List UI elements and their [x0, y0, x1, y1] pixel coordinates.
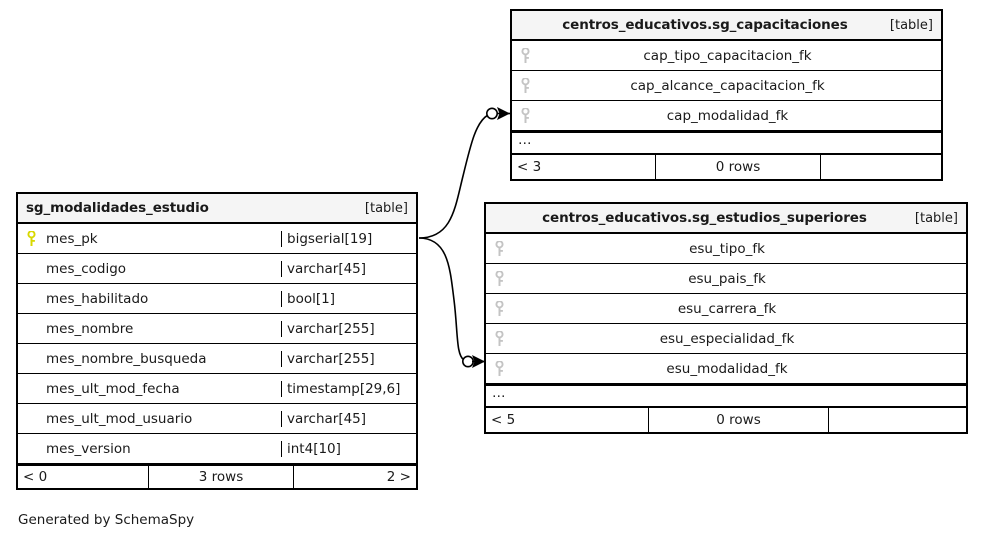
- column-name: mes_habilitado: [46, 290, 149, 307]
- table-row[interactable]: mes_ult_mod_usuario varchar[45]: [18, 404, 416, 434]
- footer-parents-count[interactable]: < 3: [517, 159, 542, 175]
- foreign-key-icon: [512, 107, 538, 124]
- table-header: centros_educativos.sg_capacitaciones [ta…: [512, 11, 941, 41]
- column-name: mes_pk: [46, 230, 98, 247]
- column-type: timestamp[29,6]: [281, 380, 416, 397]
- table-row[interactable]: cap_alcance_capacitacion_fk: [512, 71, 941, 101]
- column-type: varchar[255]: [281, 320, 416, 337]
- foreign-key-icon: [486, 240, 512, 257]
- table-title: sg_modalidades_estudio: [26, 200, 209, 216]
- optional-marker-icon: [461, 355, 474, 368]
- table-footer: < 3 0 rows: [512, 155, 941, 179]
- footer-row-count: 0 rows: [648, 408, 828, 432]
- footer-children-count[interactable]: [820, 155, 941, 179]
- foreign-key-icon: [512, 77, 538, 94]
- table-row[interactable]: mes_version int4[10]: [18, 434, 416, 464]
- column-name: esu_especialidad_fk: [659, 330, 795, 347]
- table-row[interactable]: cap_tipo_capacitacion_fk: [512, 41, 941, 71]
- table-title: centros_educativos.sg_capacitaciones: [562, 17, 848, 33]
- table-header: sg_modalidades_estudio [table]: [18, 194, 416, 224]
- crowsfoot-arrow-icon: [497, 107, 510, 120]
- column-name: esu_carrera_fk: [677, 300, 777, 317]
- foreign-key-icon: [486, 270, 512, 287]
- table-footer: < 5 0 rows: [486, 408, 966, 432]
- table-type-tag: [table]: [364, 200, 408, 216]
- more-columns-indicator: …: [486, 384, 966, 408]
- table-row[interactable]: esu_tipo_fk: [486, 234, 966, 264]
- primary-key-icon: [18, 230, 44, 247]
- foreign-key-icon: [486, 330, 512, 347]
- footer-children-count[interactable]: 2 >: [293, 466, 416, 488]
- table-row[interactable]: mes_nombre_busqueda varchar[255]: [18, 344, 416, 374]
- table-row[interactable]: mes_habilitado bool[1]: [18, 284, 416, 314]
- column-type: bigserial[19]: [281, 230, 416, 247]
- column-name: cap_tipo_capacitacion_fk: [643, 47, 812, 64]
- column-type: bool[1]: [281, 290, 416, 307]
- optional-marker-icon: [485, 107, 498, 120]
- column-name: mes_ult_mod_usuario: [46, 410, 193, 427]
- column-type: varchar[45]: [281, 410, 416, 427]
- column-name: esu_pais_fk: [688, 270, 766, 287]
- column-type: varchar[255]: [281, 350, 416, 367]
- column-name: mes_version: [46, 440, 131, 457]
- table-sg-capacitaciones[interactable]: centros_educativos.sg_capacitaciones [ta…: [510, 9, 943, 181]
- table-row[interactable]: mes_nombre varchar[255]: [18, 314, 416, 344]
- table-row[interactable]: esu_modalidad_fk: [486, 354, 966, 384]
- foreign-key-icon: [486, 300, 512, 317]
- column-name: cap_modalidad_fk: [666, 107, 789, 124]
- foreign-key-icon: [512, 47, 538, 64]
- relationship-estudios-superiores: [418, 237, 485, 368]
- column-name: esu_tipo_fk: [689, 240, 765, 257]
- footer-row-count: 0 rows: [655, 155, 820, 179]
- table-row[interactable]: esu_especialidad_fk: [486, 324, 966, 354]
- column-name: mes_codigo: [46, 260, 127, 277]
- table-header: centros_educativos.sg_estudios_superiore…: [486, 204, 966, 234]
- table-sg-modalidades-estudio[interactable]: sg_modalidades_estudio [table] mes_pk bi…: [16, 192, 418, 490]
- table-row[interactable]: mes_pk bigserial[19]: [18, 224, 416, 254]
- footer-row-count: 3 rows: [148, 466, 293, 488]
- footer-children-count[interactable]: [828, 408, 966, 432]
- generated-by-caption: Generated by SchemaSpy: [18, 512, 195, 528]
- foreign-key-icon: [486, 360, 512, 377]
- table-row[interactable]: cap_modalidad_fk: [512, 101, 941, 131]
- table-title: centros_educativos.sg_estudios_superiore…: [542, 210, 867, 226]
- table-type-tag: [table]: [914, 210, 958, 226]
- table-sg-estudios-superiores[interactable]: centros_educativos.sg_estudios_superiore…: [484, 202, 968, 434]
- table-row[interactable]: mes_codigo varchar[45]: [18, 254, 416, 284]
- column-type: varchar[45]: [281, 260, 416, 277]
- column-name: mes_nombre: [46, 320, 134, 337]
- table-footer: < 0 3 rows 2 >: [18, 464, 416, 488]
- table-row[interactable]: mes_ult_mod_fecha timestamp[29,6]: [18, 374, 416, 404]
- table-type-tag: [table]: [889, 17, 933, 33]
- footer-parents-count[interactable]: < 5: [491, 412, 516, 428]
- column-type: int4[10]: [281, 440, 416, 457]
- column-name: mes_ult_mod_fecha: [46, 380, 180, 397]
- column-name: mes_nombre_busqueda: [46, 350, 207, 367]
- column-name: cap_alcance_capacitacion_fk: [630, 77, 825, 94]
- footer-parents-count[interactable]: < 0: [23, 469, 48, 485]
- more-columns-indicator: …: [512, 131, 941, 155]
- table-row[interactable]: esu_carrera_fk: [486, 294, 966, 324]
- column-name: esu_modalidad_fk: [666, 360, 788, 377]
- table-row[interactable]: esu_pais_fk: [486, 264, 966, 294]
